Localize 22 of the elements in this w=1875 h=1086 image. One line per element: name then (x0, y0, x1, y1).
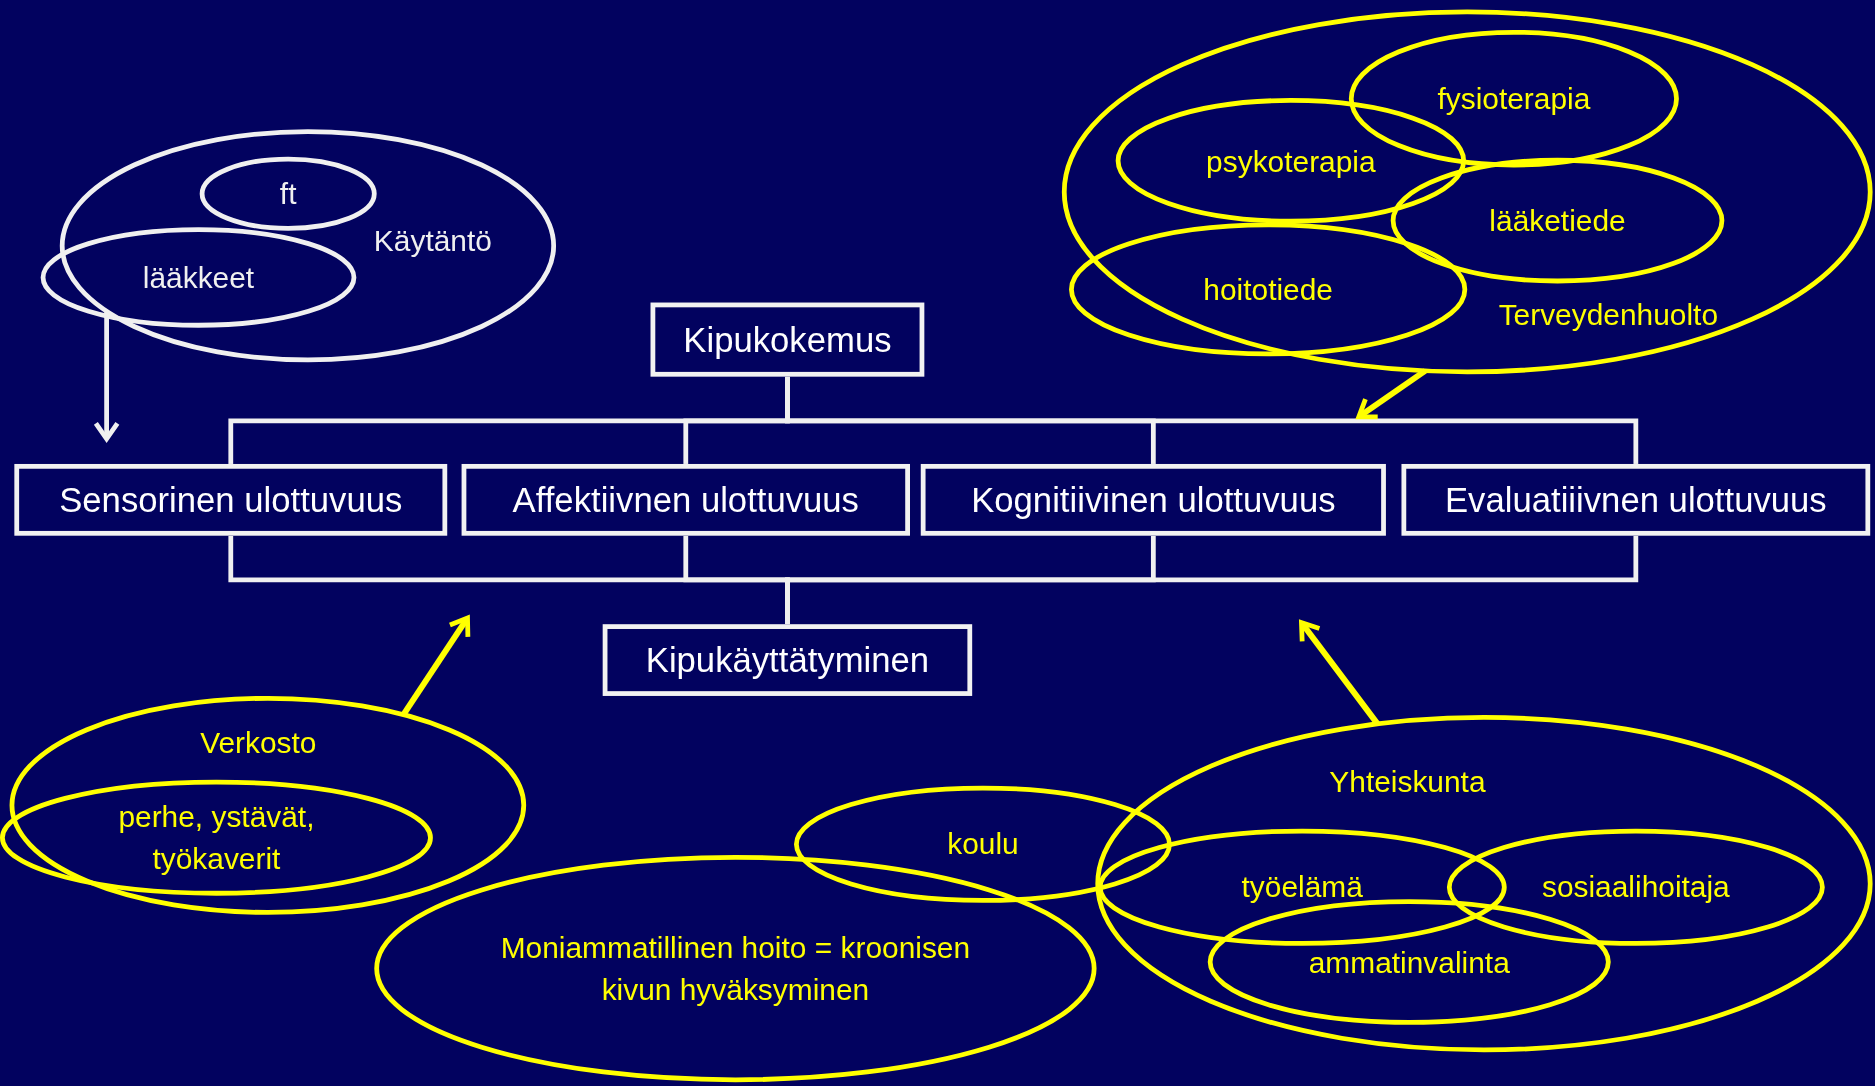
oval-label: perhe, ystävät, työkaverit (117, 798, 316, 877)
oval-label: Terveydenhuolto (1498, 296, 1719, 333)
category-box: Evaluatiiivnen ulottuvuus (1401, 463, 1871, 536)
oval-label: ammatinvalinta (1308, 943, 1510, 981)
oval-label: Yhteiskunta (1329, 763, 1486, 801)
oval-label: Verkosto (200, 724, 317, 761)
oval-label: psykoterapia (1206, 142, 1376, 180)
oval-label: hoitotiede (1203, 271, 1333, 308)
oval-label: työelämä (1241, 868, 1363, 906)
oval-label: koulu (947, 825, 1019, 863)
category-box: Kipukäyttätyminen (602, 624, 973, 696)
oval-label: fysioterapia (1437, 80, 1591, 117)
oval-label: lääketiede (1489, 202, 1626, 239)
oval-label: sosiaalihoitaja (1541, 868, 1730, 906)
category-box: Affektiivnen ulottuvuus (461, 463, 910, 536)
oval-label: ft (279, 175, 297, 212)
oval-label: Käytäntö (373, 222, 492, 259)
category-box: Kipukokemus (650, 302, 925, 377)
category-box: Sensorinen ulottuvuus (14, 463, 448, 536)
oval-label: lääkkeet (142, 259, 255, 296)
category-box: Kognitiivinen ulottuvuus (920, 463, 1386, 536)
oval-label: Moniammatillinen hoito = kroonisen kivun hyväksyminen (499, 929, 972, 1008)
